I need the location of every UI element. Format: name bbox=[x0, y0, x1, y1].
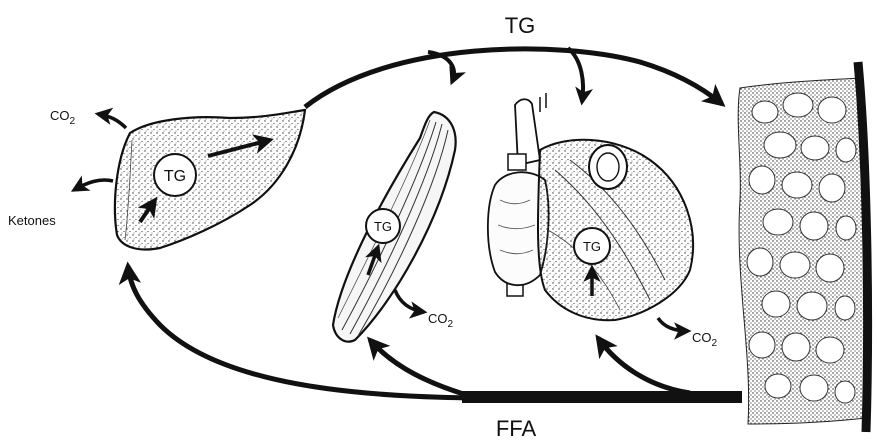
heart-vena-cava bbox=[508, 154, 526, 170]
top-tg-label: TG bbox=[505, 13, 536, 38]
liver-outputs: CO2 Ketones bbox=[8, 108, 126, 228]
adipose-tissue bbox=[738, 62, 867, 432]
ffa-arc-to-heart bbox=[598, 338, 690, 393]
liver: TG bbox=[115, 110, 305, 249]
liver-shape bbox=[115, 110, 305, 249]
bottom-ffa-label: FFA bbox=[496, 416, 537, 441]
liver-co2-label: CO2 bbox=[50, 108, 76, 127]
muscle-co2-label: CO2 bbox=[428, 311, 454, 330]
tg-distribution-arrows bbox=[305, 48, 722, 107]
tg-arc-main bbox=[305, 49, 722, 107]
heart: TG CO2 bbox=[488, 93, 718, 349]
tg-branch-to-heart bbox=[568, 48, 583, 102]
heart-tg-label: TG bbox=[583, 239, 601, 254]
heart-pulmonary-trunk bbox=[589, 145, 627, 189]
skeletal-muscle: TG CO2 bbox=[333, 112, 456, 342]
muscle-co2-arrow bbox=[395, 290, 424, 312]
heart-co2-arrow bbox=[658, 318, 688, 331]
liver-tg-label: TG bbox=[164, 168, 186, 185]
heart-co2-label: CO2 bbox=[692, 330, 718, 349]
ffa-arc-to-muscle bbox=[370, 340, 470, 396]
ketones-label: Ketones bbox=[8, 213, 56, 228]
ketones-arrow bbox=[74, 180, 113, 190]
liver-co2-arrow bbox=[98, 114, 126, 128]
muscle-tg-label: TG bbox=[374, 219, 392, 234]
